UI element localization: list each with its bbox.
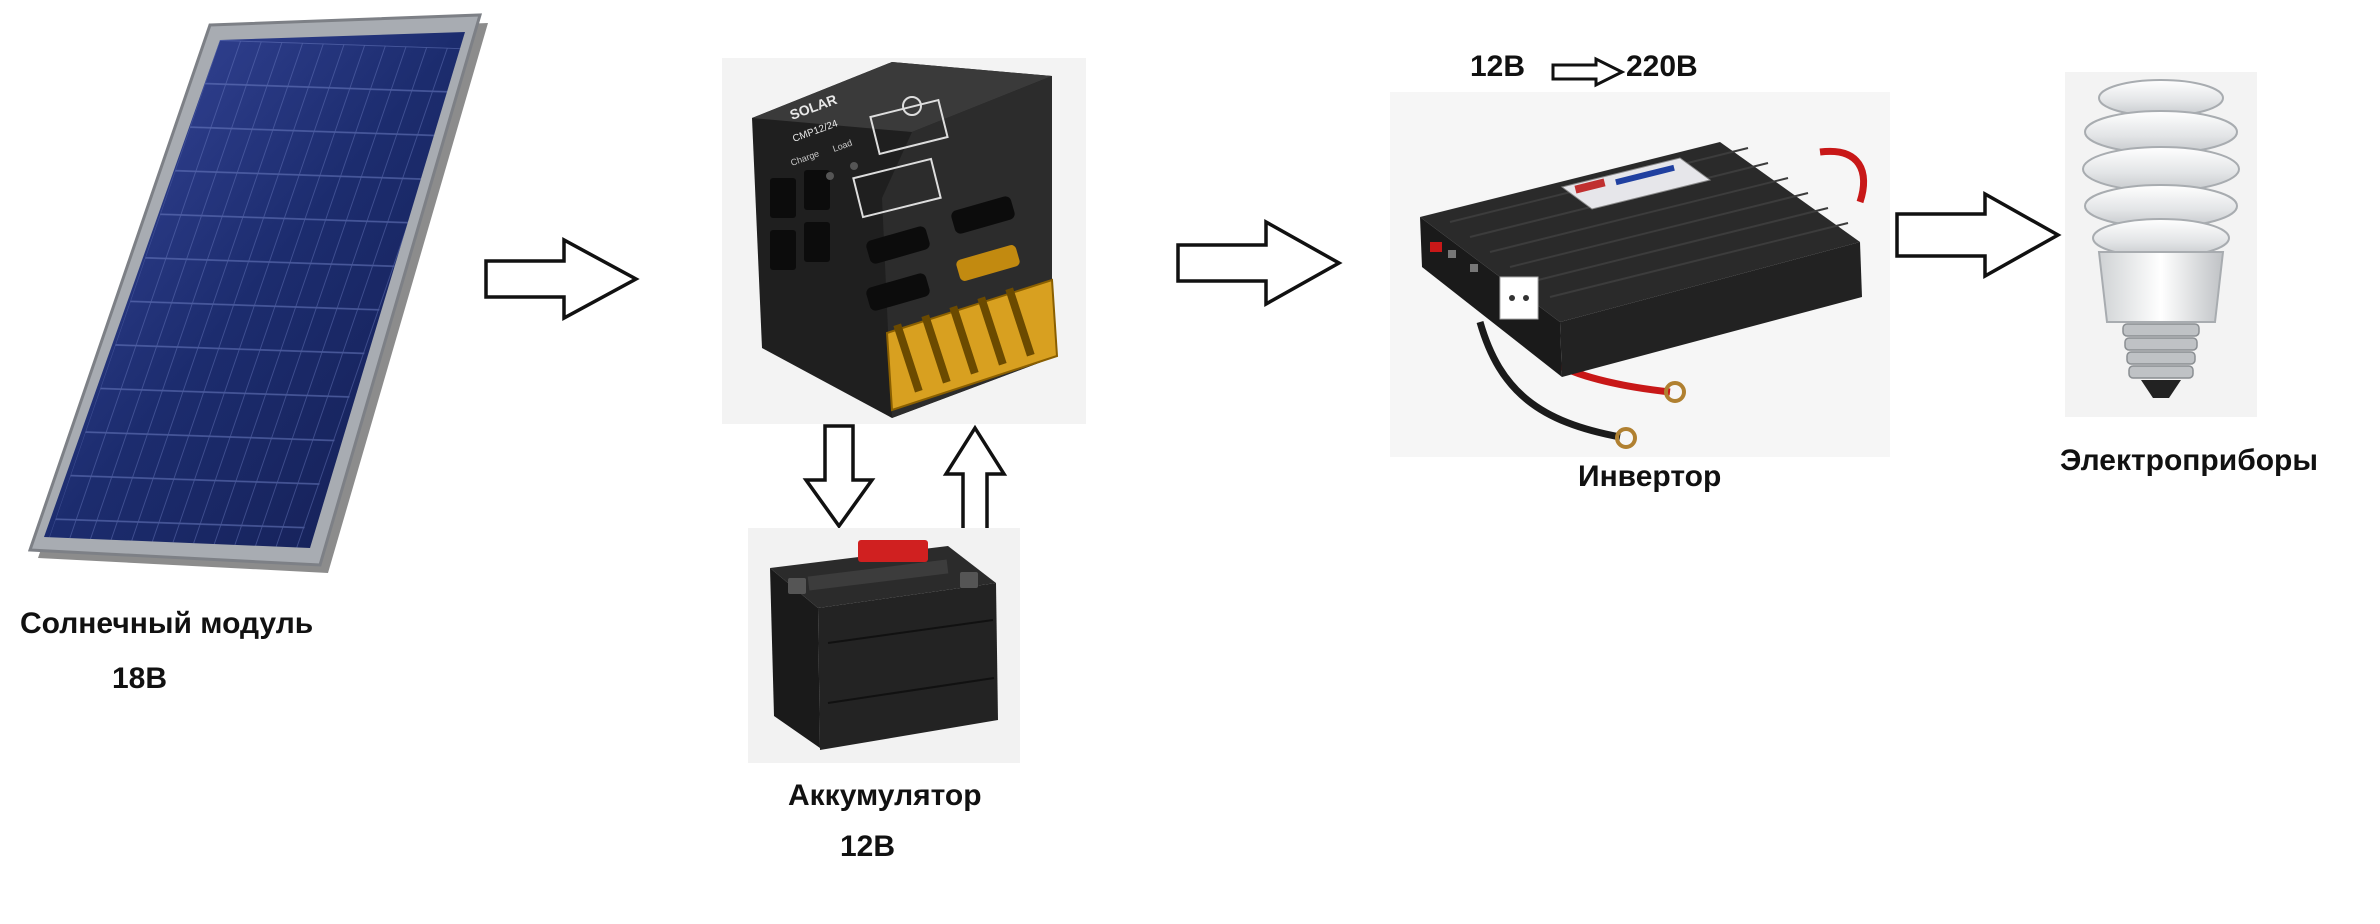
solar-panel-node: Солнечный модуль 18В	[20, 10, 500, 695]
battery-icon	[770, 540, 998, 750]
battery-voltage: 12В	[840, 830, 896, 863]
arrow-panel-to-controller	[484, 237, 640, 321]
cfl-bulb-icon	[2065, 72, 2257, 417]
solar-panel-label: Солнечный модуль	[20, 607, 314, 640]
charge-controller-node: SOLAR CMP12/24 Charge Load	[722, 58, 1086, 424]
voltage-conversion-arrow	[1551, 56, 1626, 88]
battery-label: Аккумулятор	[788, 779, 982, 812]
solar-panel-icon	[27, 13, 488, 573]
inverter-output-voltage: 220В	[1626, 50, 1698, 83]
arrow-controller-to-inverter	[1176, 219, 1343, 307]
solar-panel-voltage: 18В	[112, 662, 168, 695]
appliances-node: Электроприборы	[2060, 72, 2360, 492]
arrow-controller-to-battery	[802, 424, 876, 530]
inverter-input-voltage: 12В	[1470, 50, 1526, 83]
inverter-label: Инвертор	[1578, 460, 1722, 493]
arrow-inverter-to-appliances	[1895, 191, 2062, 279]
inverter-voltage-caption: 12В 220В	[1470, 46, 1790, 90]
battery-node: Аккумулятор 12В	[748, 528, 1020, 863]
appliances-label: Электроприборы	[2060, 444, 2318, 477]
charge-controller-icon: SOLAR CMP12/24 Charge Load	[752, 62, 1059, 418]
inverter-node: 12В 220В Ин	[1390, 40, 1890, 500]
inverter-icon	[1390, 92, 1890, 457]
arrow-battery-to-controller	[942, 424, 1008, 532]
